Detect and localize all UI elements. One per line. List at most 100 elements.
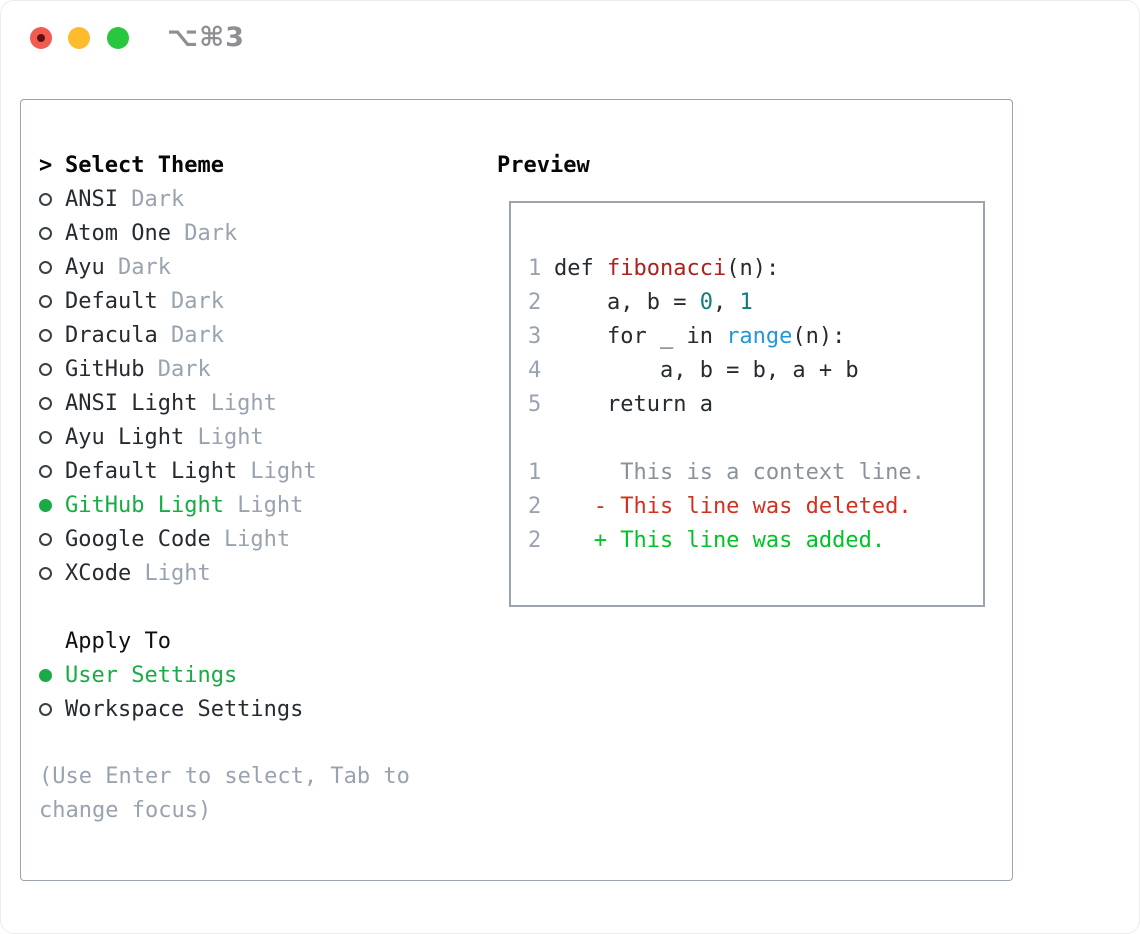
code-segment: 1 [739, 289, 753, 315]
line-number: 2 [528, 527, 542, 553]
theme-option[interactable]: Ayu Dark [39, 250, 485, 284]
theme-name: Default Light [65, 458, 238, 484]
radio-selected-icon [39, 498, 52, 512]
code-segment: 0 [699, 289, 713, 315]
theme-name: Google Code [65, 526, 211, 552]
minimize-button[interactable] [68, 27, 90, 49]
radio-marker [39, 328, 65, 342]
close-button-dot [37, 34, 45, 42]
theme-variant-tag: Dark [131, 186, 185, 212]
radio-icon [39, 294, 52, 308]
theme-variant-tag: Dark [184, 220, 238, 246]
theme-name: XCode [65, 560, 132, 586]
radio-icon [39, 396, 52, 410]
code-line: 4 a, b = b, a + b [528, 353, 983, 387]
radio-icon [39, 702, 52, 716]
code-line: 5 return a [528, 387, 983, 421]
close-button[interactable] [30, 27, 52, 49]
radio-marker [39, 260, 65, 274]
theme-variant-tag: Light [237, 492, 304, 518]
code-segment: return a [554, 391, 713, 417]
radio-marker [39, 294, 65, 308]
radio-icon [39, 566, 52, 580]
apply-to-heading: Apply To [39, 624, 485, 658]
preview-heading: Preview [497, 152, 590, 178]
code-segment: This is a context line. [554, 459, 925, 485]
code-text: a, b = b, a + b [554, 358, 859, 383]
radio-icon [39, 260, 52, 274]
radio-selected-icon [39, 668, 52, 682]
theme-variant-tag: Light [210, 390, 277, 416]
code-segment: , [712, 289, 740, 315]
theme-variant-tag: Light [144, 560, 211, 586]
radio-icon [39, 430, 52, 444]
theme-variant-tag: Dark [117, 254, 171, 280]
line-number: 2 [528, 493, 542, 519]
line-number: 3 [528, 323, 542, 349]
select-theme-heading-label: Select Theme [65, 152, 224, 178]
line-number: 4 [528, 357, 542, 383]
theme-name: Ayu [65, 254, 105, 280]
code-text: return a [554, 392, 713, 417]
radio-marker [39, 464, 65, 478]
apply-option-name: Workspace Settings [65, 696, 304, 722]
apply-option[interactable]: Workspace Settings [39, 692, 485, 726]
apply-option[interactable]: User Settings [39, 658, 485, 692]
radio-icon [39, 464, 52, 478]
code-line: 2 - This line was deleted. [528, 489, 983, 523]
code-text: a, b = 0, 1 [554, 290, 753, 315]
code-segment: def [554, 255, 607, 281]
theme-variant-tag: Light [223, 526, 291, 552]
theme-variant-tag: Dark [170, 288, 224, 314]
theme-option[interactable]: ANSI Dark [39, 182, 485, 216]
line-number: 5 [528, 391, 542, 417]
theme-option[interactable]: XCode Light [39, 556, 485, 590]
hint-text: (Use Enter to select, Tab to change focu… [39, 764, 410, 823]
theme-variant-tag: Dark [157, 356, 211, 382]
theme-option[interactable]: GitHub Dark [39, 352, 485, 386]
code-segment: - This line was deleted. [554, 493, 912, 519]
radio-marker [39, 192, 65, 206]
code-line: 2 + This line was added. [528, 523, 983, 557]
theme-name: GitHub [65, 356, 145, 382]
theme-variant-tag: Dark [170, 322, 224, 348]
line-number: 1 [528, 255, 542, 281]
apply-option-name: User Settings [65, 662, 238, 688]
line-number: 2 [528, 289, 542, 315]
code-text: This is a context line. [554, 460, 925, 485]
radio-icon [39, 226, 52, 240]
code-text: - This line was deleted. [554, 494, 912, 519]
code-segment: + This line was added. [554, 527, 886, 553]
maximize-button[interactable] [107, 27, 129, 49]
line-number: 1 [528, 459, 542, 485]
code-segment: fibonacci [606, 255, 727, 281]
code-segment: range [726, 323, 793, 349]
apply-to-heading-label: Apply To [65, 628, 171, 654]
prompt-icon: > [39, 152, 53, 178]
code-line: 1 def fibonacci(n): [528, 251, 983, 285]
radio-marker [39, 226, 65, 240]
radio-marker [39, 396, 65, 410]
code-segment: (n): [726, 255, 780, 281]
radio-marker [39, 566, 65, 580]
radio-marker [39, 532, 65, 546]
code-segment: (n): [792, 323, 846, 349]
theme-option[interactable]: ANSI Light Light [39, 386, 485, 420]
theme-name: ANSI Light [65, 390, 198, 416]
theme-name: ANSI [65, 186, 118, 212]
radio-icon [39, 532, 52, 546]
code-text: def fibonacci(n): [554, 256, 779, 281]
theme-option[interactable]: Google Code Light [39, 522, 485, 556]
